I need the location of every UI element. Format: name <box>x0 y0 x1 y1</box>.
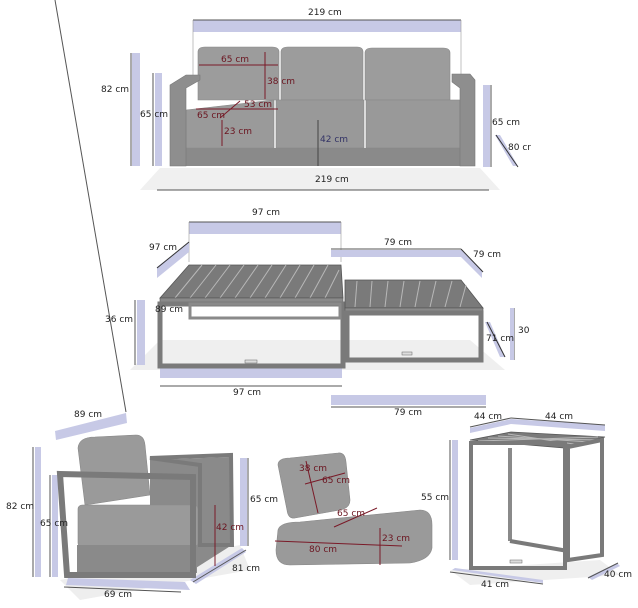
small-table-inner-depth-label: 71 cm <box>486 334 515 344</box>
armchair-arm-height-right-label: 65 cm <box>250 495 279 505</box>
sofa-drawing <box>130 19 519 191</box>
large-table-depth-label: 97 cm <box>149 243 178 253</box>
side-table-height-label: 55 cm <box>421 493 450 503</box>
small-table-height-label: 30 <box>518 326 530 336</box>
side-table-width-right-label: 44 cm <box>545 412 574 422</box>
cushions-drawing <box>274 452 433 566</box>
cushion-seat-width-label: 80 cm <box>309 545 338 555</box>
cushion-back-width-label: 65 cm <box>322 476 351 486</box>
small-table-depth-label: 79 cm <box>473 250 502 260</box>
sofa-seat-height-label: 23 cm <box>224 127 253 137</box>
side-table-width-left-label: 44 cm <box>474 412 503 422</box>
sofa-width-top-label: 219 cm <box>308 8 342 18</box>
armchair-depth-label: 81 cm <box>232 564 261 574</box>
coffee-tables-drawing <box>130 221 515 408</box>
armchair-seat-height-label: 42 cm <box>216 523 245 533</box>
cushion-seat-depth-label: 65 cm <box>337 509 366 519</box>
armchair-width-top-label: 89 cm <box>74 410 103 420</box>
sofa-arm-height-left-label: 65 cm <box>140 110 169 120</box>
sofa-seat-width-label: 65 cm <box>197 111 226 121</box>
armchair-height-total-label: 82 cm <box>6 502 35 512</box>
large-table-height-label: 36 cm <box>105 315 134 325</box>
sofa-depth-label: 80 cr <box>508 143 531 153</box>
side-table-drawing <box>449 417 620 585</box>
sofa-seat-floor-height-label: 42 cm <box>320 135 349 145</box>
large-table-width-top-label: 97 cm <box>252 208 281 218</box>
cushion-seat-height-label: 23 cm <box>382 534 411 544</box>
side-table-bottom-width-label: 41 cm <box>481 580 510 590</box>
large-table-width-bottom-label: 97 cm <box>233 388 262 398</box>
armchair-arm-height-left-label: 65 cm <box>40 519 69 529</box>
armchair-drawing <box>32 0 250 600</box>
cushion-back-height-label: 38 cm <box>299 464 328 474</box>
small-table-width-bottom-label: 79 cm <box>394 408 423 418</box>
sofa-width-bottom-label: 219 cm <box>315 175 349 185</box>
sofa-arm-height-right-label: 65 cm <box>492 118 521 128</box>
sofa-seat-depth-label: 53 cm <box>244 100 273 110</box>
sofa-back-cushion-width-label: 65 cm <box>221 55 250 65</box>
small-table-width-top-label: 79 cm <box>384 238 413 248</box>
large-table-inner-label: 89 cm <box>155 305 184 315</box>
sofa-back-cushion-height-label: 38 cm <box>267 77 296 87</box>
side-table-bottom-depth-label: 40 cm <box>604 570 633 580</box>
armchair-width-bottom-label: 69 cm <box>104 590 133 600</box>
sofa-height-total-label: 82 cm <box>101 85 130 95</box>
